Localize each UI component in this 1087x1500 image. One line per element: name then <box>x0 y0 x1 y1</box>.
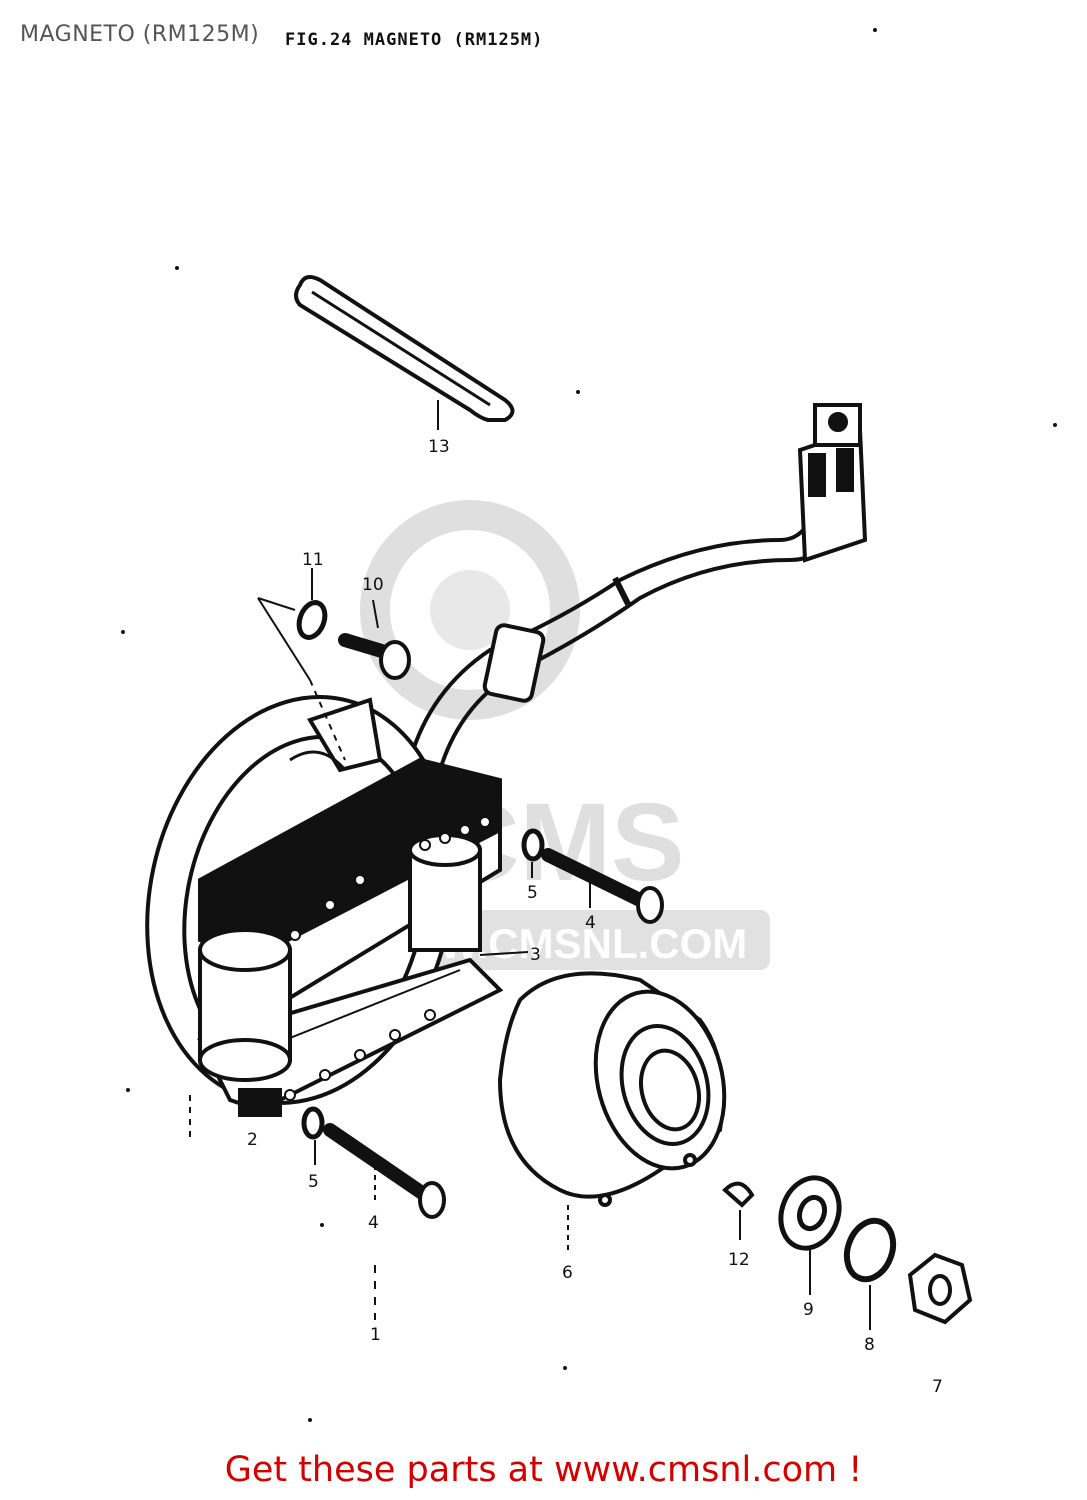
callout-10: 10 <box>362 575 384 595</box>
part-2-ignition-coil[interactable] <box>197 757 504 1117</box>
part-13-strap[interactable] <box>294 274 515 430</box>
callout-11: 11 <box>302 550 324 570</box>
callout-8: 8 <box>864 1335 875 1355</box>
callout-4-upper: 4 <box>585 913 596 933</box>
part-7-nut[interactable] <box>907 1252 973 1325</box>
part-4-screw-lower[interactable] <box>323 1123 446 1219</box>
part-11-washer[interactable] <box>295 599 330 641</box>
part-5-washer-lower[interactable] <box>301 1106 325 1140</box>
callout-1: 1 <box>370 1325 381 1345</box>
part-11-leaders <box>257 597 346 761</box>
part-8-lock-washer[interactable] <box>839 1214 901 1285</box>
page-title: MAGNETO (RM125M) <box>20 22 260 47</box>
leader-lines <box>189 568 871 1330</box>
scan-specks <box>121 28 1057 1422</box>
callout-numbers: 1 2 3 4 4 5 5 6 7 8 9 10 11 12 13 <box>247 437 943 1397</box>
callout-9: 9 <box>803 1300 814 1320</box>
callout-12: 12 <box>728 1250 750 1270</box>
part-4-screw-upper[interactable] <box>541 848 664 924</box>
callout-5-upper: 5 <box>527 883 538 903</box>
figure-title: FIG.24 MAGNETO (RM125M) <box>285 30 544 50</box>
footer-link[interactable]: Get these parts at www.cmsnl.com ! <box>0 1450 1087 1490</box>
callout-4-lower: 4 <box>368 1213 379 1233</box>
callout-7: 7 <box>932 1377 943 1397</box>
callout-3: 3 <box>530 945 541 965</box>
callout-2: 2 <box>247 1130 258 1150</box>
stator-holes <box>284 816 491 1101</box>
part-5-washer-upper[interactable] <box>521 828 545 862</box>
wire-harness <box>408 403 868 771</box>
part-9-washer[interactable] <box>771 1170 848 1257</box>
callout-6: 6 <box>562 1263 573 1283</box>
part-12-key[interactable] <box>722 1181 755 1208</box>
part-10-screw[interactable] <box>338 633 411 680</box>
exploded-parts-diagram: CMS WWW.CMSNL.COM <box>121 28 1057 1422</box>
callout-13: 13 <box>428 437 450 457</box>
part-6-flywheel-rotor[interactable] <box>497 971 743 1207</box>
footer-link-text[interactable]: Get these parts at www.cmsnl.com ! <box>224 1450 863 1490</box>
callout-5-lower: 5 <box>308 1172 319 1192</box>
